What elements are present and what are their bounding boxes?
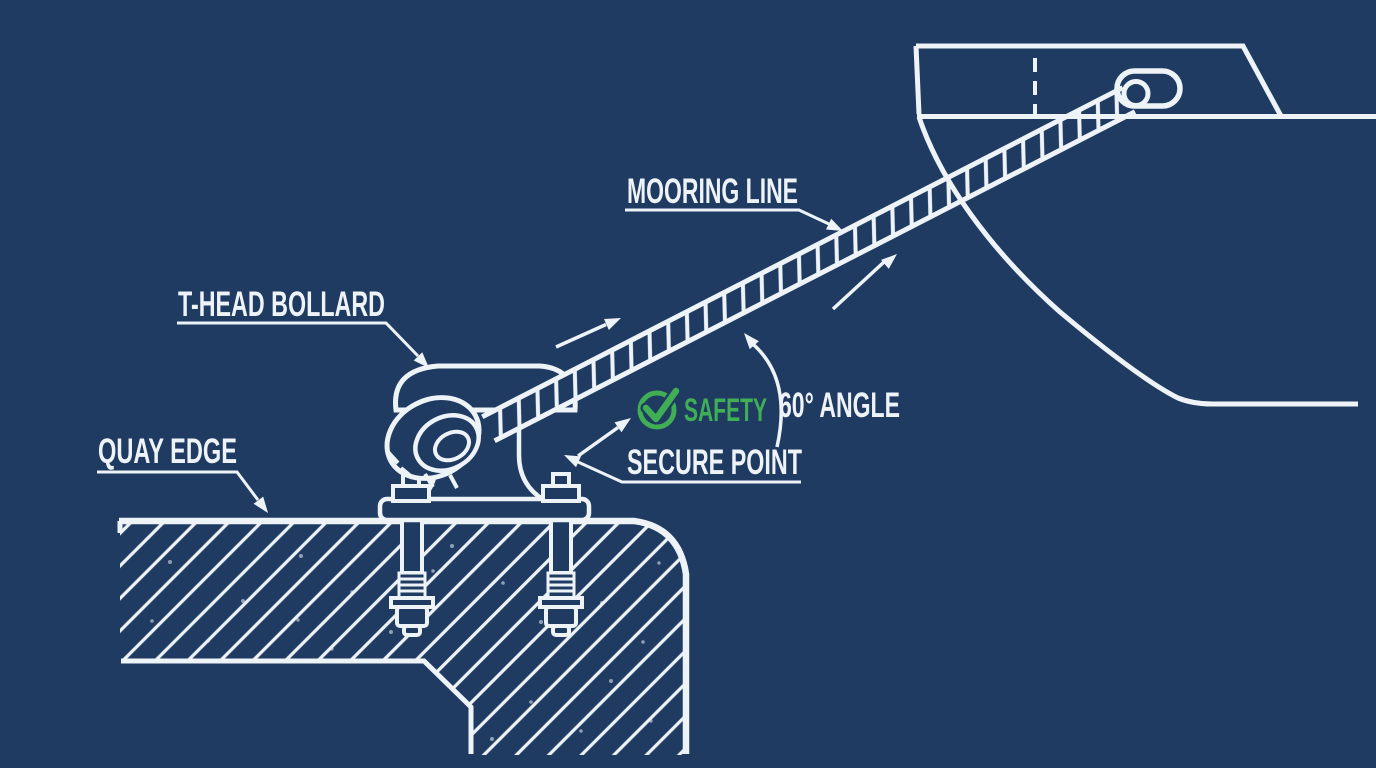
check-mark-icon (642, 387, 680, 423)
anchor-bolt-right (538, 518, 584, 637)
anchor-bolt-left (389, 518, 435, 637)
check-circle-icon (637, 390, 677, 430)
concrete-speckles (150, 544, 661, 741)
quay-edge-callout: QUAY EDGE (97, 432, 268, 513)
quay-edge-leader (97, 470, 260, 501)
t-head-bollard-leader (177, 321, 420, 358)
angle-arc-arrow (744, 333, 783, 448)
angle-label: 60° ANGLE (779, 386, 900, 425)
base-plate-bolt-right (541, 472, 581, 503)
fairlead-icon (1114, 68, 1183, 109)
safety-badge: SAFETY (637, 385, 767, 430)
pull-direction-arrow-3 (576, 418, 631, 458)
bollard-base-plate (377, 496, 592, 523)
quay-bottom-edge-line (121, 658, 474, 754)
mooring-line-callout: MOORING LINE (625, 172, 843, 231)
t-head-bollard-label: T-HEAD BOLLARD (178, 285, 385, 324)
ship-hull (913, 43, 1376, 407)
quay (117, 517, 690, 755)
rope-wrap-around-bollard (384, 395, 482, 489)
quay-edge-label: QUAY EDGE (98, 432, 237, 471)
secure-point-callout: SECURE POINT (564, 443, 802, 484)
secure-point-label: SECURE POINT (627, 443, 802, 482)
secure-point-leader (577, 460, 801, 484)
pull-direction-arrow-2 (831, 254, 897, 311)
t-head-bollard-callout: T-HEAD BOLLARD (177, 285, 429, 368)
mooring-rope (384, 85, 1137, 489)
quay-top-edge-line (119, 517, 690, 754)
bulwark-left-edge (913, 45, 922, 115)
safety-label: SAFETY (684, 392, 767, 428)
pull-direction-arrow-1 (555, 318, 621, 349)
quay-concrete-hatching (120, 524, 684, 755)
rope-eye (1121, 79, 1151, 108)
mooring-line-label: MOORING LINE (627, 172, 798, 211)
hull-side-curve (916, 116, 1358, 407)
bulwark-outline (916, 43, 1284, 118)
mooring-line-leader (625, 208, 830, 226)
